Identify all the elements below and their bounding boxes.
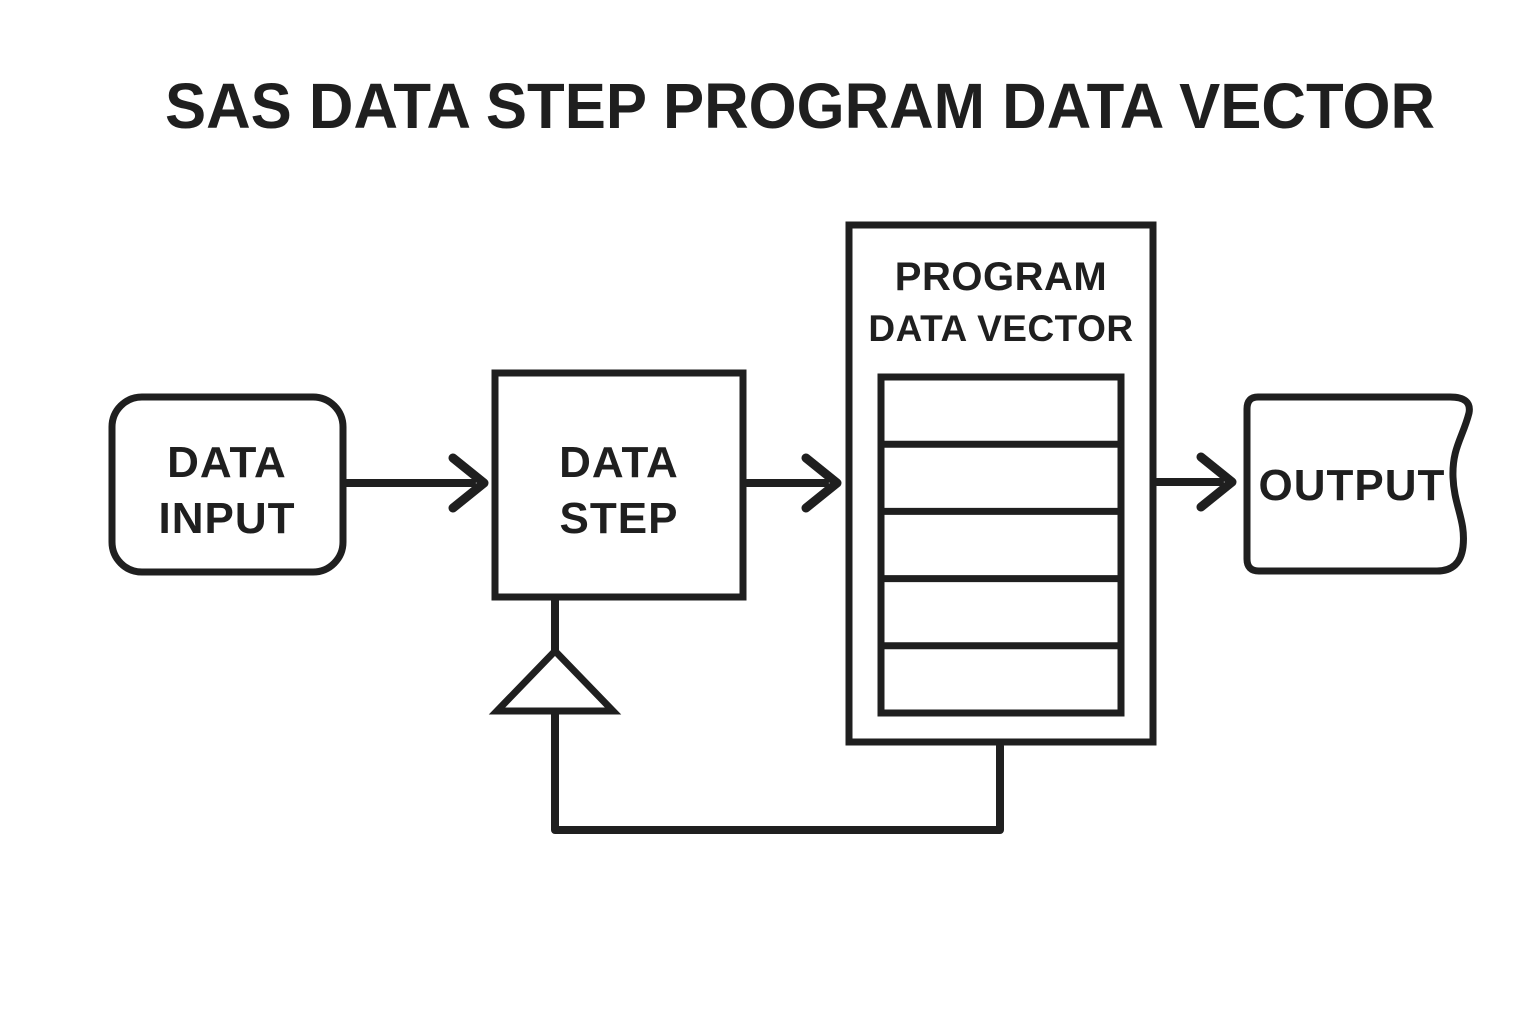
arrow-pdv-to-output: [1153, 452, 1237, 512]
arrow-input-to-step: [342, 453, 489, 513]
diagram-title: SAS DATA STEP PROGRAM DATA VECTOR: [165, 70, 1435, 142]
output-node: OUTPUT: [1243, 393, 1473, 575]
data-step-box: [491, 369, 747, 601]
arrowhead-right-icon: [801, 453, 842, 513]
pdv-outer-box: [845, 221, 1157, 746]
feedback-line: [551, 710, 1004, 834]
data-input-node: DATA INPUT: [108, 393, 347, 576]
pdv-row-dividers: [881, 440, 1121, 650]
hollow-triangle-arrowhead-icon: [488, 645, 622, 715]
data-step-node: DATA STEP: [491, 369, 747, 601]
program-data-vector-node: PROGRAM DATA VECTOR: [845, 221, 1157, 746]
output-document-shape: [1243, 393, 1473, 575]
pdv-slot-table: [877, 373, 1125, 717]
arrowhead-right-icon: [448, 453, 489, 513]
pdv-label-line1: PROGRAM: [895, 255, 1107, 299]
data-step-label-line2: STEP: [560, 494, 679, 543]
data-input-label-line2: INPUT: [159, 494, 296, 543]
feedback-loop: [488, 596, 1004, 834]
data-step-label-line1: DATA: [559, 438, 679, 487]
pdv-label-line2: DATA VECTOR: [868, 308, 1133, 349]
output-label: OUTPUT: [1259, 461, 1446, 510]
data-input-box: [108, 393, 347, 576]
arrow-step-to-pdv: [743, 453, 842, 513]
data-input-label-line1: DATA: [167, 438, 287, 487]
arrowhead-right-icon: [1196, 452, 1237, 512]
